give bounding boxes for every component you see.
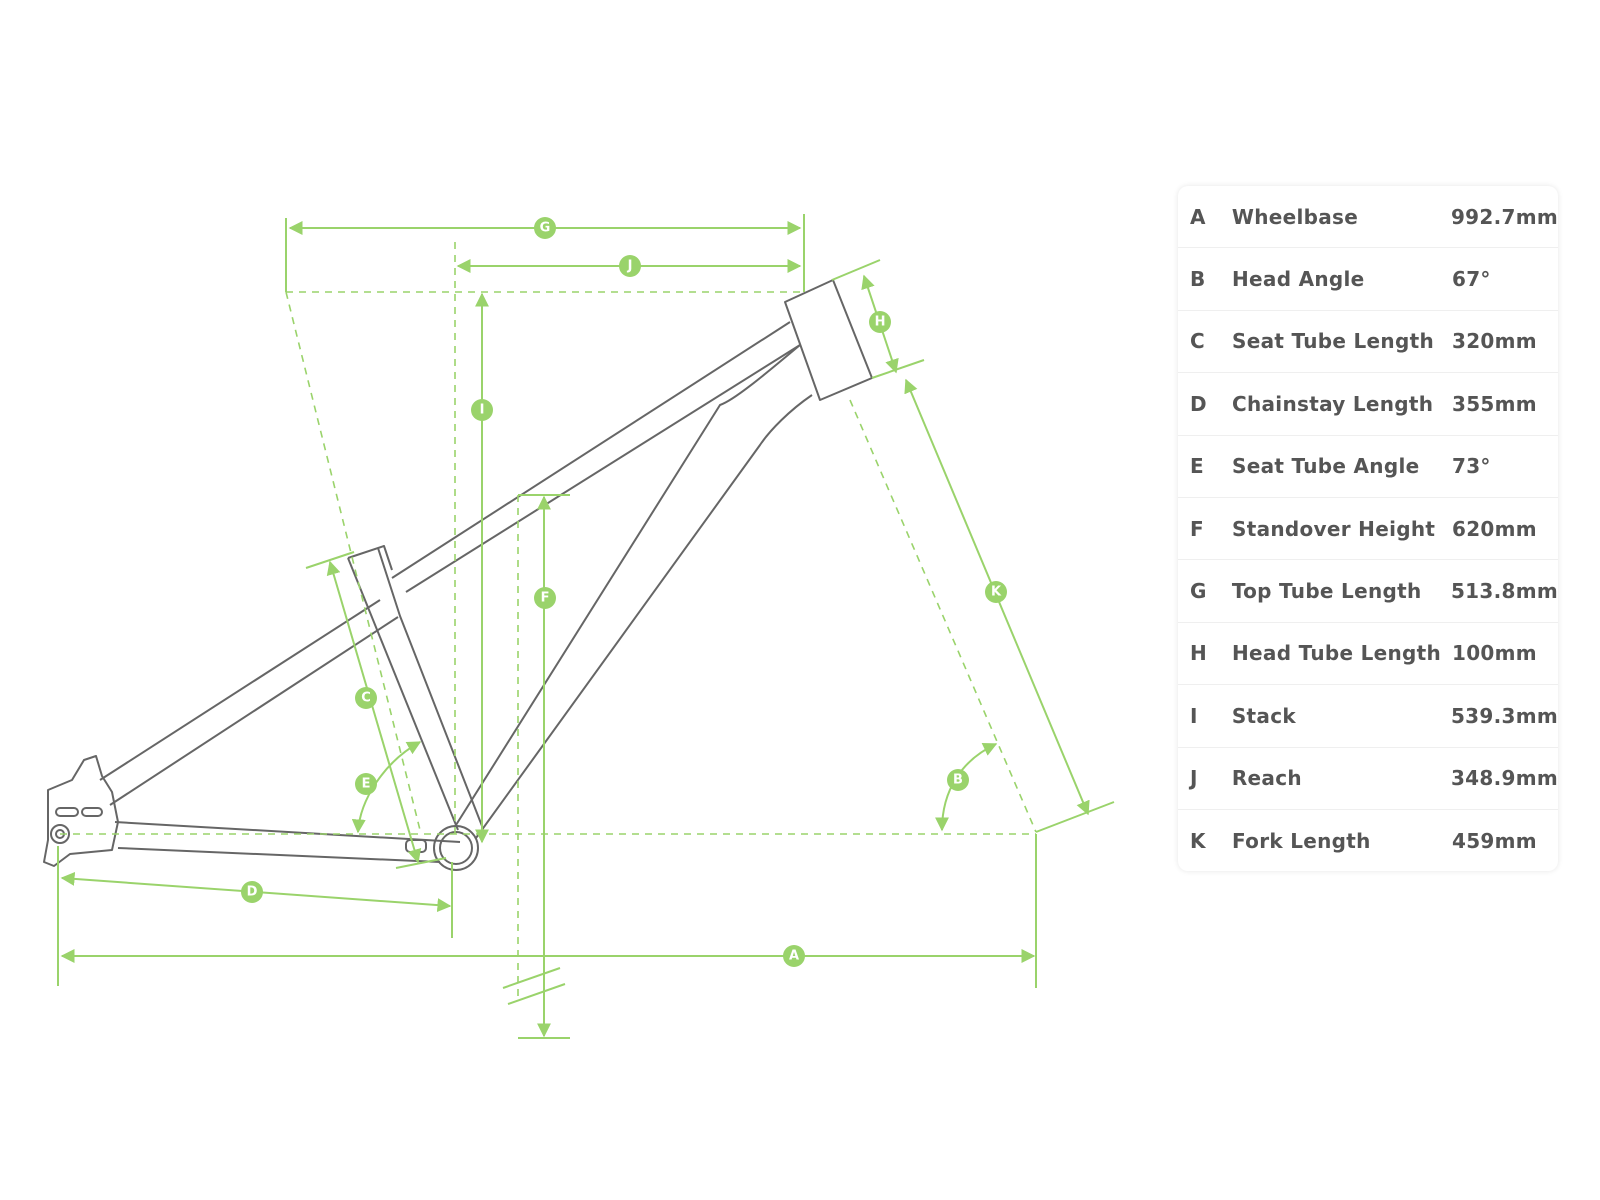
row-letter: C [1190, 329, 1205, 354]
geometry-row-k: K Fork Length 459mm [1178, 810, 1558, 871]
frame-geometry-diagram: G J I F H K B C E D A [43, 214, 1115, 1039]
svg-text:A: A [789, 949, 799, 964]
badge-c: C [355, 687, 377, 709]
row-name: Top Tube Length [1231, 579, 1422, 604]
row-letter: K [1190, 828, 1206, 853]
row-value: 539.3mm [1450, 703, 1558, 728]
svg-text:H: H [875, 315, 886, 330]
row-name: Head Tube Length [1232, 641, 1442, 666]
row-name: Chainstay Length [1232, 391, 1434, 416]
geometry-table: A Wheelbase 992.7mm B Head Angle 67° C S… [1178, 186, 1558, 872]
row-value: 620mm [1452, 516, 1537, 541]
badge-g: G [534, 217, 556, 239]
dimension-lines [57, 214, 1115, 1039]
row-letter: H [1190, 641, 1208, 666]
svg-text:I: I [480, 403, 485, 418]
geometry-row-b: B Head Angle 67° [1178, 248, 1558, 311]
geometry-row-f: F Standover Height 620mm [1178, 498, 1558, 561]
svg-text:D: D [247, 885, 258, 900]
row-value: 355mm [1452, 391, 1537, 416]
badge-i: I [471, 399, 493, 421]
row-name: Seat Tube Length [1232, 329, 1434, 354]
row-value: 100mm [1452, 641, 1537, 666]
row-name: Seat Tube Angle [1232, 454, 1420, 479]
badge-f: F [534, 587, 556, 609]
geometry-row-i: I Stack 539.3mm [1178, 685, 1558, 748]
row-value: 992.7mm [1450, 204, 1558, 229]
row-letter: I [1190, 703, 1198, 728]
badge-d: D [241, 881, 263, 903]
geometry-row-h: H Head Tube Length 100mm [1178, 623, 1558, 686]
geometry-row-g: G Top Tube Length 513.8mm [1178, 560, 1558, 623]
row-value: 320mm [1452, 329, 1537, 354]
row-letter: A [1190, 204, 1206, 229]
svg-text:K: K [991, 585, 1002, 600]
row-value: 513.8mm [1450, 579, 1558, 604]
svg-text:C: C [361, 691, 371, 706]
row-name: Wheelbase [1231, 204, 1359, 229]
row-letter: E [1190, 454, 1204, 479]
svg-text:J: J [627, 259, 633, 274]
badge-j: J [619, 255, 641, 277]
svg-text:G: G [540, 221, 551, 236]
row-name: Reach [1231, 766, 1302, 791]
row-name: Fork Length [1232, 828, 1371, 853]
svg-text:F: F [541, 591, 550, 606]
geometry-row-d: D Chainstay Length 355mm [1178, 373, 1558, 436]
badge-a: A [783, 945, 805, 967]
badge-h: H [869, 311, 891, 333]
row-letter: F [1190, 516, 1204, 541]
row-value: 67° [1452, 267, 1491, 292]
row-name: Head Angle [1232, 267, 1365, 292]
row-letter: J [1190, 766, 1198, 791]
geometry-row-c: C Seat Tube Length 320mm [1178, 311, 1558, 374]
row-value: 73° [1452, 454, 1491, 479]
badge-b: B [947, 769, 969, 791]
row-value: 459mm [1452, 828, 1537, 853]
row-value: 348.9mm [1450, 766, 1558, 791]
geometry-row-e: E Seat Tube Angle 73° [1178, 436, 1558, 498]
geometry-row-a: A Wheelbase 992.7mm [1178, 186, 1558, 249]
row-letter: D [1190, 391, 1207, 416]
svg-text:E: E [362, 777, 371, 792]
geometry-row-j: J Reach 348.9mm [1178, 748, 1558, 810]
row-letter: B [1190, 267, 1206, 292]
badge-k: K [985, 581, 1007, 603]
svg-text:B: B [953, 773, 963, 788]
bike-frame [43, 279, 873, 871]
row-name: Standover Height [1232, 516, 1436, 541]
row-name: Stack [1231, 703, 1296, 728]
badge-e: E [355, 773, 377, 795]
row-letter: G [1190, 579, 1207, 604]
